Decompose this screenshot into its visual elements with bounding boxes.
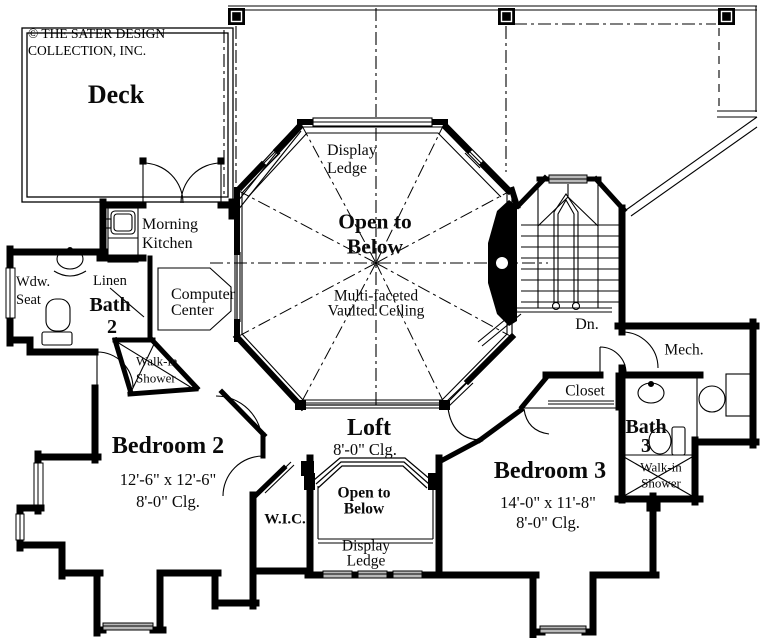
shower2-label-2: Shower — [136, 370, 176, 386]
wdw-seat-label-2: Seat — [16, 291, 41, 308]
wall-post — [301, 461, 314, 476]
wic-label: W.I.C. — [264, 511, 306, 528]
shower2-label-1: Walk-in — [136, 353, 178, 369]
copyright-line1: © THE SATER DESIGN — [28, 26, 166, 41]
bath2-door — [96, 351, 134, 389]
open-below-center-label-1: Open to — [338, 209, 412, 234]
octagon-atrium — [232, 117, 521, 412]
loft-label: Loft — [347, 415, 391, 441]
closet-rod — [523, 400, 618, 409]
mech-label: Mech. — [664, 341, 704, 359]
water-heater — [698, 385, 726, 413]
computer-center-niche — [157, 267, 232, 331]
columns — [228, 8, 735, 25]
closet-label: Closet — [565, 382, 605, 400]
stairs-down-label: Dn. — [575, 316, 599, 333]
bath3-label-1: Bath — [625, 416, 667, 438]
doors — [96, 157, 659, 497]
kitchen-sink-counter — [104, 207, 139, 263]
shower3-glass — [622, 454, 693, 497]
windows — [5, 174, 588, 634]
reference-lines — [210, 5, 758, 405]
bedroom2-dims: 12'-6" x 12'-6" — [119, 469, 217, 489]
bath2-toilet — [41, 298, 73, 346]
closet-door — [523, 408, 550, 435]
mech-equipment — [725, 373, 753, 417]
display-ledge-top-label-2: Ledge — [327, 160, 367, 177]
bedroom2-label: Bedroom 2 — [111, 433, 225, 459]
bedroom3-label: Bedroom 3 — [493, 458, 607, 484]
display-ledge-bottom-label-2: Ledge — [346, 552, 386, 570]
wdw-seat-label-1: Wdw. — [16, 273, 51, 290]
railing-post — [428, 473, 439, 490]
bath3-label-2: 3 — [641, 435, 651, 457]
bath3-door — [599, 346, 627, 374]
copyright-notice: © THE SATER DESIGN COLLECTION, INC. — [28, 26, 165, 59]
computer-center-label-2: Center — [171, 302, 214, 319]
french-door-swings — [142, 162, 222, 204]
bath3-sink — [637, 380, 665, 404]
shower3-label-2: Shower — [641, 475, 681, 491]
morning-kitchen-label-2: Kitchen — [142, 235, 193, 252]
walls-exterior — [6, 198, 760, 638]
shower2-glass — [116, 341, 193, 393]
loft-railing — [313, 457, 434, 544]
fixtures — [41, 207, 753, 512]
open-below-bottom-label-2: Below — [343, 500, 385, 518]
morning-kitchen-label-1: Morning — [142, 216, 198, 233]
bath2-label-2: 2 — [107, 316, 117, 338]
bedroom3-dims: 14'-0" x 11'-8" — [500, 492, 596, 512]
bedroom2-ceiling: 8'-0" Clg. — [136, 491, 200, 511]
vaulted-ceiling-label-2: Vaulted Ceiling — [327, 302, 425, 320]
display-ledge-top-label-1: Display — [327, 142, 377, 159]
bedroom3-door — [447, 407, 480, 441]
mech-door — [621, 331, 659, 369]
copyright-line2: COLLECTION, INC. — [28, 42, 147, 58]
linen-label: Linen — [93, 272, 127, 289]
railing-post — [304, 473, 315, 490]
linen-closet-door — [109, 287, 145, 318]
staircase — [477, 182, 619, 347]
bath2-sink — [53, 246, 87, 277]
shower3-label-1: Walk-in — [640, 459, 682, 475]
wic-door — [222, 455, 295, 497]
bath2-label-1: Bath — [89, 294, 131, 316]
ceiling-facet-lines — [236, 121, 513, 406]
open-below-center-label-2: Below — [346, 234, 404, 259]
vaulted-ceiling-label-1: Multi-faceted — [333, 287, 419, 305]
french-door-leaves — [142, 163, 222, 203]
deck-label: Deck — [87, 80, 145, 109]
open-below-bottom-label-1: Open to — [337, 484, 391, 502]
computer-center-label-1: Computer — [171, 286, 235, 303]
bedroom3-ceiling: 8'-0" Clg. — [516, 512, 580, 532]
loft-ceiling: 8'-0" Clg. — [333, 439, 397, 459]
display-ledge-bottom-label-1: Display — [341, 537, 391, 555]
bedroom2-door — [215, 395, 263, 443]
